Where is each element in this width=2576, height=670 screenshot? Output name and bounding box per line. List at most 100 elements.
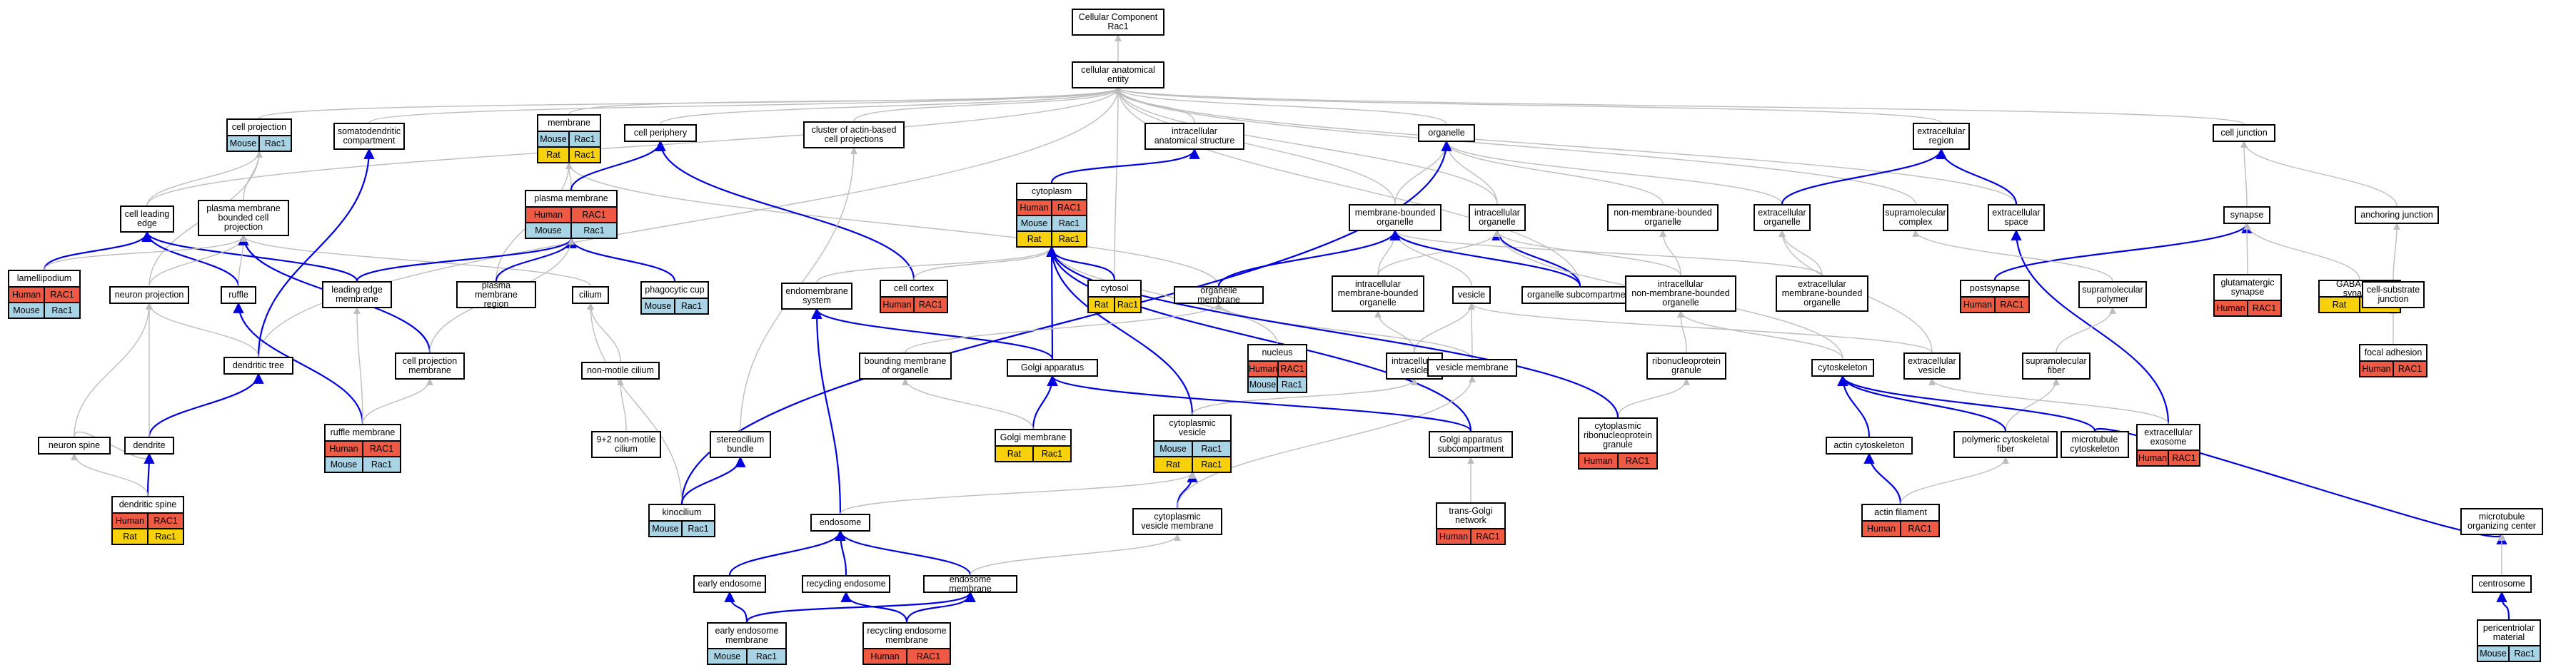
node-pmbound[interactable]: plasma membrane bounded cell projection: [198, 200, 289, 236]
node-golgi[interactable]: Golgi apparatus: [1007, 359, 1098, 377]
node-supafiber[interactable]: supramolecular fiber: [2022, 352, 2091, 380]
node-label: synapse: [2230, 210, 2264, 220]
node-junction[interactable]: cell junction: [2213, 124, 2275, 142]
species-cell: Rat: [113, 529, 147, 544]
node-root[interactable]: Cellular Component Rac1: [1072, 9, 1164, 36]
node-intracell[interactable]: intracellular anatomical structure: [1144, 123, 1244, 150]
gene-cell: RAC1: [44, 288, 79, 302]
node-organelle[interactable]: organelle: [1418, 124, 1475, 142]
node-centrosome[interactable]: centrosome: [2472, 575, 2532, 593]
node-mtoc[interactable]: microtubule organizing center: [2460, 508, 2543, 535]
node-neuronproj[interactable]: neuron projection: [109, 286, 189, 304]
node-golgisub[interactable]: Golgi apparatus subcompartment: [1429, 431, 1513, 458]
node-nmbo[interactable]: non-membrane-bounded organelle: [1607, 204, 1719, 231]
edge-ruffmem-to-ruffle: [233, 302, 364, 425]
node-nonmotile[interactable]: non-motile cilium: [581, 362, 660, 380]
node-ico[interactable]: intracellular organelle: [1469, 204, 1526, 231]
node-imbo[interactable]: intracellular membrane-bounded organelle: [1332, 275, 1424, 312]
node-somato[interactable]: somatodendritic compartment: [333, 123, 405, 150]
species-cell: Rat: [1017, 232, 1051, 246]
node-synapse[interactable]: synapse: [2223, 206, 2270, 224]
edge-dtree-to-somato: [257, 148, 375, 357]
node-cpm[interactable]: cell projection membrane: [395, 352, 465, 380]
node-exmbo[interactable]: extracellular membrane-bounded organelle: [1776, 275, 1868, 312]
node-cilium[interactable]: cilium: [572, 286, 609, 304]
node-cvm[interactable]: cytoplasmic vesicle membrane: [1132, 508, 1222, 535]
node-ruffle[interactable]: ruffle: [221, 286, 256, 304]
node-mbo[interactable]: membrane-bounded organelle: [1349, 204, 1442, 231]
node-actincyto[interactable]: actin cytoskeleton: [1826, 437, 1913, 455]
node-exspace[interactable]: extracellular space: [1988, 204, 2045, 231]
node-periph[interactable]: cell periphery: [624, 124, 697, 142]
node-pmregion[interactable]: plasma membrane region: [456, 280, 536, 308]
node-leading[interactable]: cell leading edge: [120, 205, 174, 233]
node-exreg[interactable]: extracellular region: [1913, 123, 1970, 150]
edge-golgimem-to-boundmem: [902, 378, 1034, 430]
node-earlyendo[interactable]: early endosome: [693, 575, 766, 593]
node-icvesicle[interactable]: intracellular vesicle: [1386, 352, 1443, 380]
node-mtcyto[interactable]: microtubule cytoskeleton: [2061, 431, 2129, 458]
node-spine[interactable]: neuron spine: [38, 437, 111, 455]
node-orgsub[interactable]: organelle subcompartment: [1521, 286, 1639, 304]
node-dendrite[interactable]: dendrite: [124, 437, 174, 455]
node-recyendo[interactable]: recycling endosome: [802, 575, 890, 593]
node-endomem[interactable]: endosome membrane: [923, 574, 1017, 593]
node-exves[interactable]: extracellular vesicle: [1903, 352, 1961, 380]
node-dtree[interactable]: dendritic tree: [223, 357, 293, 375]
node-anchor[interactable]: anchoring junction: [2355, 206, 2439, 224]
node-orgmem[interactable]: organelle membrane: [1174, 285, 1264, 304]
node-label: dendritic spine: [119, 499, 177, 509]
node-polyfiber[interactable]: polymeric cytoskeletal fiber: [1953, 431, 2058, 458]
node-ninetwo[interactable]: 9+2 non-motile cilium: [591, 431, 661, 458]
node-ribogran[interactable]: ribonucleoprotein granule: [1646, 352, 1726, 380]
node-vesmem[interactable]: vesicle membrane: [1427, 359, 1517, 377]
node-endosys[interactable]: endomembrane system: [781, 283, 852, 310]
node-stereo[interactable]: stereocilium bundle: [710, 431, 771, 458]
node-endosome[interactable]: endosome: [810, 514, 870, 532]
node-exorg[interactable]: extracellular organelle: [1754, 204, 1811, 231]
node-cytoskel[interactable]: cytoskeleton: [1811, 359, 1874, 377]
node-vesicle[interactable]: vesicle: [1452, 286, 1491, 304]
edge-orgsub-to-cae: [1115, 87, 1581, 287]
node-cluster[interactable]: cluster of actin-based cell projections: [803, 121, 905, 148]
node-label: cell cortex: [893, 283, 935, 293]
node-supracplx[interactable]: supramolecular complex: [1883, 204, 1948, 231]
gene-cell: RAC1: [570, 208, 616, 222]
node-label: ruffle: [228, 290, 248, 300]
node-supapoly[interactable]: supramolecular polymer: [2078, 281, 2147, 308]
node-leadingmem[interactable]: leading edge membrane: [322, 281, 392, 308]
node-csj[interactable]: cell-substrate junction: [2362, 281, 2425, 308]
node-inmbo[interactable]: intracellular non-membrane-bounded organ…: [1625, 275, 1736, 312]
node-boundmem[interactable]: bounding membrane of organelle: [859, 352, 952, 380]
node-cae[interactable]: cellular anatomical entity: [1072, 61, 1164, 88]
edge-rem-to-endomem: [905, 591, 976, 623]
